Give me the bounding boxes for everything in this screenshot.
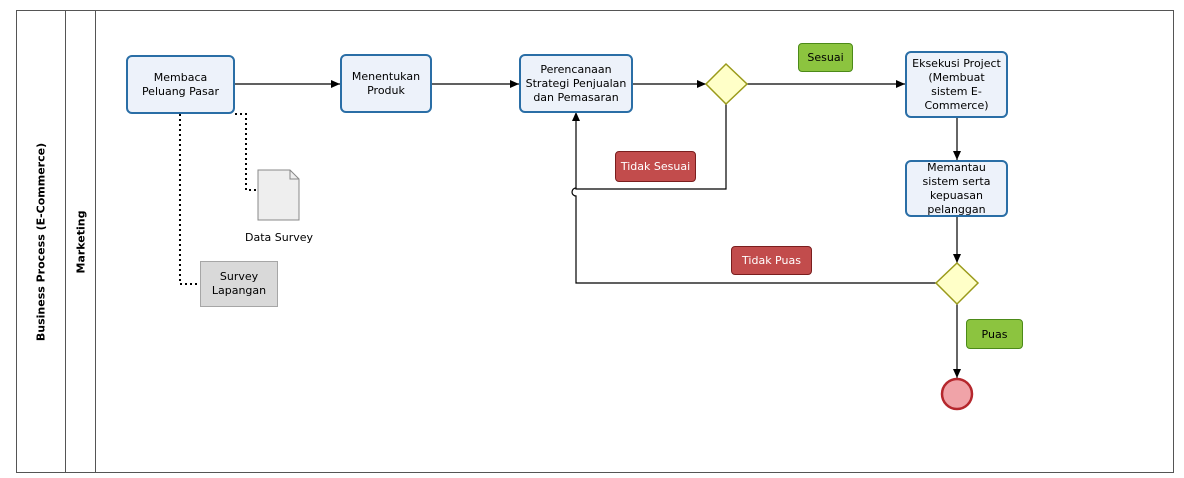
task-label: Memantau sistem serta kepuasan pelanggan (922, 160, 991, 216)
gateway-sesuai (704, 62, 749, 106)
task-label: Menentukan Produk (351, 69, 421, 97)
condition-tidak-sesuai: Tidak Sesuai (615, 151, 696, 182)
task-label: Membaca Peluang Pasar (141, 70, 220, 98)
condition-tidak-puas: Tidak Puas (731, 246, 812, 275)
pool-frame (16, 10, 1174, 473)
task-label: Perencanaan Strategi Penjualan dan Pemas… (525, 62, 627, 104)
task-eksekusi-project[interactable]: Eksekusi Project (Membuat sistem E-Comme… (905, 51, 1008, 118)
association-survey-lapangan (179, 114, 200, 285)
gateway-puas (934, 261, 980, 306)
flow-tidak-sesuai-loop (572, 104, 727, 190)
association-data-survey (235, 113, 258, 191)
lane-header: Marketing (66, 10, 96, 473)
data-survey-document-icon (257, 169, 300, 221)
survey-lapangan-annotation[interactable]: Survey Lapangan (200, 261, 278, 307)
data-survey-label: Data Survey (244, 231, 314, 244)
task-perencanaan-strategi[interactable]: Perencanaan Strategi Penjualan dan Pemas… (519, 54, 633, 113)
task-label: Eksekusi Project (Membuat sistem E-Comme… (912, 56, 1001, 112)
task-menentukan-produk[interactable]: Menentukan Produk (340, 54, 432, 113)
condition-sesuai: Sesuai (798, 43, 853, 72)
condition-puas: Puas (966, 319, 1023, 349)
pool-header: Business Process (E-Commerce) (16, 10, 66, 473)
end-event (940, 377, 974, 411)
survey-lapangan-label: Survey Lapangan (211, 270, 267, 297)
task-memantau-sistem[interactable]: Memantau sistem serta kepuasan pelanggan (905, 160, 1008, 217)
task-membaca-peluang-pasar[interactable]: Membaca Peluang Pasar (126, 55, 235, 114)
flow-tidak-puas-loop (571, 187, 936, 284)
